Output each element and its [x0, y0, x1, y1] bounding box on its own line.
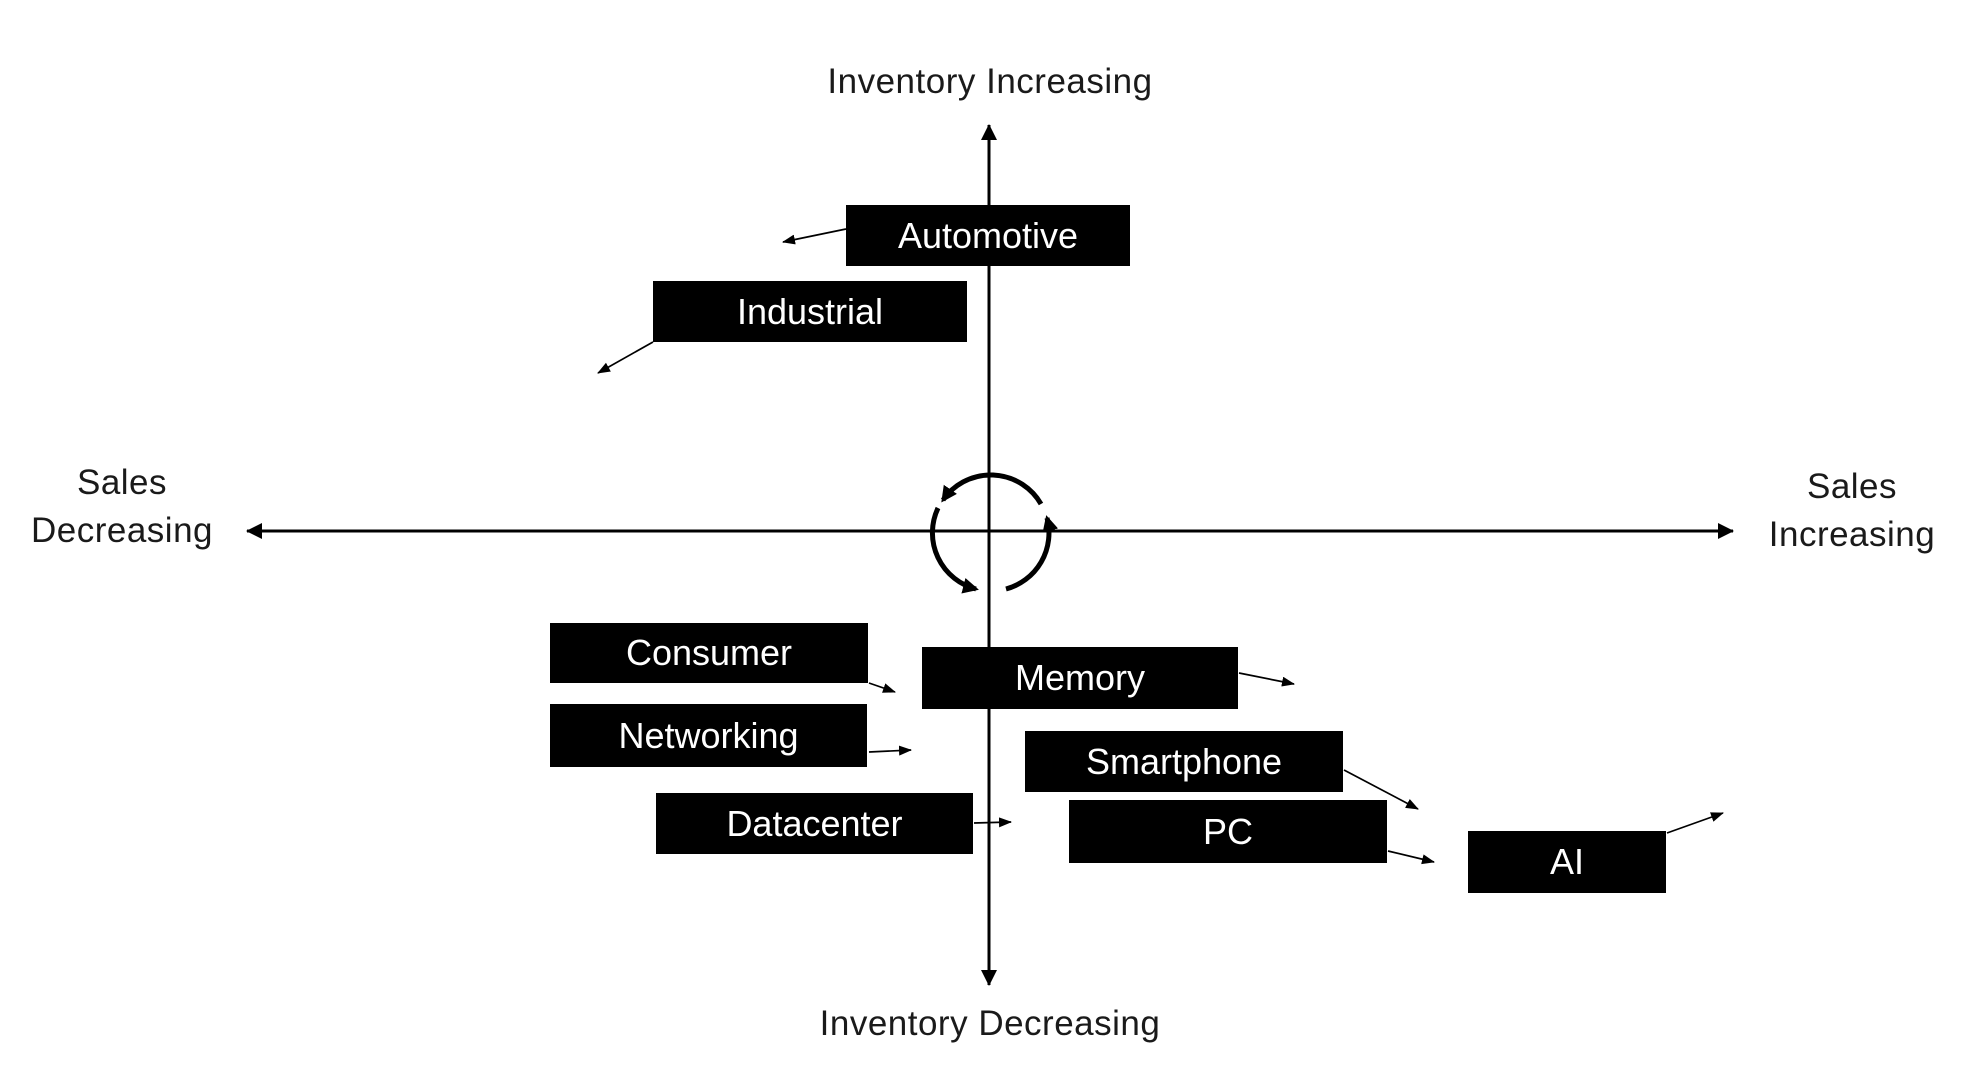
axis-label-sales-decreasing-line1: Sales — [76, 463, 168, 502]
trend-arrow-ai — [1666, 812, 1724, 834]
trend-arrow-datacenter — [973, 817, 1012, 828]
cycle-arc-left — [929, 506, 979, 594]
trend-arrow-smartphone — [1343, 769, 1419, 810]
axis-label-inventory-increasing: Inventory Increasing — [827, 62, 1153, 101]
axis-label-sales-decreasing: Sales Decreasing — [0, 459, 244, 555]
segment-box-consumer: Consumer — [550, 623, 868, 683]
segment-box-ai: AI — [1468, 831, 1666, 893]
trend-arrow-pc — [1387, 850, 1435, 865]
axis-label-sales-increasing-line2: Increasing — [1768, 515, 1936, 554]
segment-box-smartphone: Smartphone — [1025, 731, 1343, 792]
cycle-arc-right — [1005, 515, 1059, 592]
trend-arrow-memory — [1238, 672, 1295, 687]
segment-box-datacenter: Datacenter — [656, 793, 973, 854]
segment-box-industrial: Industrial — [653, 281, 967, 342]
cycle-arrows-icon — [929, 472, 1059, 594]
trend-arrow-industrial — [597, 341, 654, 374]
axis-label-sales-increasing-line1: Sales — [1806, 467, 1898, 506]
segment-box-automotive: Automotive — [846, 205, 1130, 266]
segment-box-pc: PC — [1069, 800, 1387, 863]
trend-arrow-consumer — [868, 682, 896, 693]
axis-label-sales-decreasing-line2: Decreasing — [30, 511, 214, 550]
segment-box-networking: Networking — [550, 704, 867, 767]
cycle-arc-top — [940, 472, 1044, 506]
axis-label-inventory-decreasing: Inventory Decreasing — [819, 1004, 1161, 1043]
trend-arrow-automotive — [782, 228, 847, 245]
segment-box-memory: Memory — [922, 647, 1238, 709]
trend-arrow-networking — [868, 745, 912, 756]
axis-label-sales-increasing: Sales Increasing — [1732, 463, 1972, 559]
